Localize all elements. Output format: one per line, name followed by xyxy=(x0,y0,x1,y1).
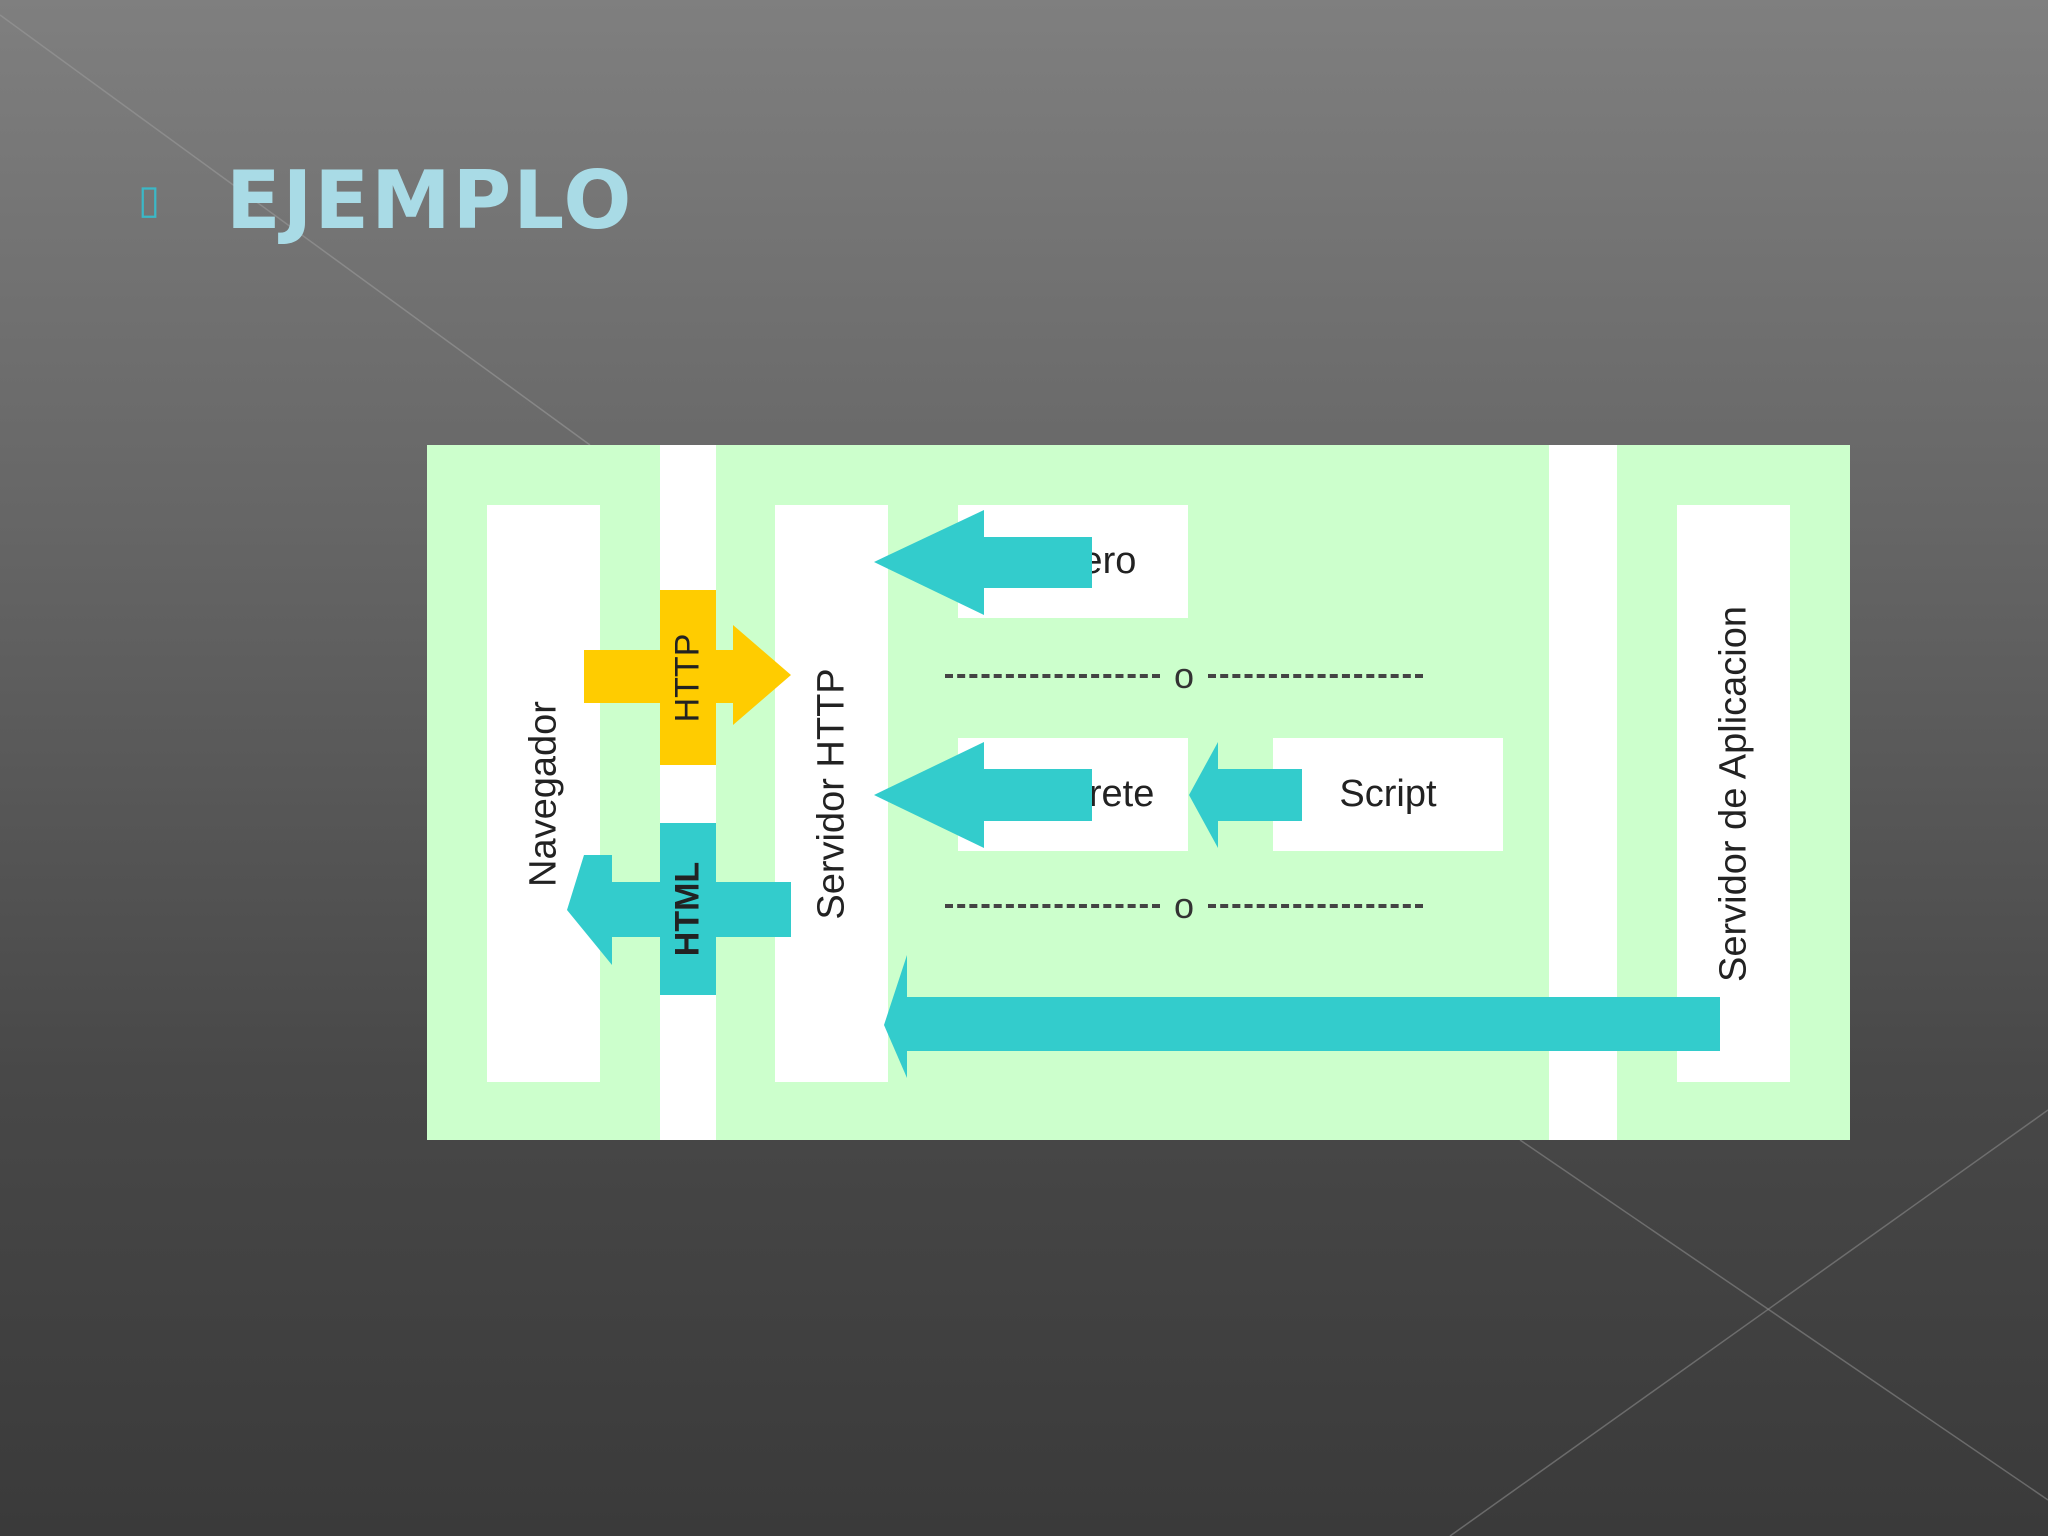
html-response-arrow xyxy=(567,823,791,995)
dash-line-right xyxy=(1208,904,1424,908)
dash-line-left xyxy=(945,674,1160,678)
dash-line-right xyxy=(1208,674,1424,678)
separator-or-2: o xyxy=(945,885,1424,927)
interpreter-to-server-arrow-body xyxy=(982,769,1092,821)
interpreter-to-server-arrow xyxy=(874,742,984,848)
script-label: Script xyxy=(1339,773,1437,815)
diagram-arrows xyxy=(567,510,1720,1078)
separator-or-1: o xyxy=(945,655,1424,697)
app-server-to-http-arrow xyxy=(884,955,907,1078)
column-gap-left xyxy=(660,445,716,1140)
app-server-box: Servidor de Aplicacion xyxy=(1677,505,1790,1082)
script-box: Script xyxy=(1273,738,1503,851)
http-label: HTTP xyxy=(668,633,707,722)
http-request-arrow xyxy=(584,590,791,765)
script-to-interpreter-arrow xyxy=(1189,742,1218,848)
dash-line-left xyxy=(945,904,1160,908)
slide-title-row: ▯ EJEMPLO xyxy=(138,150,633,250)
slide-title: EJEMPLO xyxy=(226,153,634,247)
file-to-server-arrow-body xyxy=(982,537,1092,588)
http-server-box: Servidor HTTP xyxy=(775,505,888,1082)
separator-label: o xyxy=(1174,885,1195,926)
script-to-interpreter-arrow-body xyxy=(1216,769,1302,821)
app-server-to-http-arrow-body xyxy=(905,997,1720,1051)
browser-box: Navegador xyxy=(487,505,600,1082)
separator-label: o xyxy=(1174,655,1195,696)
architecture-diagram: Navegador Servidor HTTP Servidor de Apli… xyxy=(427,445,1850,1140)
bullet-icon: ▯ xyxy=(138,178,161,222)
file-to-server-arrow xyxy=(874,510,984,615)
html-label: HTML xyxy=(668,861,707,957)
http-label-box: HTTP xyxy=(660,590,716,765)
html-label-box: HTML xyxy=(660,823,716,995)
